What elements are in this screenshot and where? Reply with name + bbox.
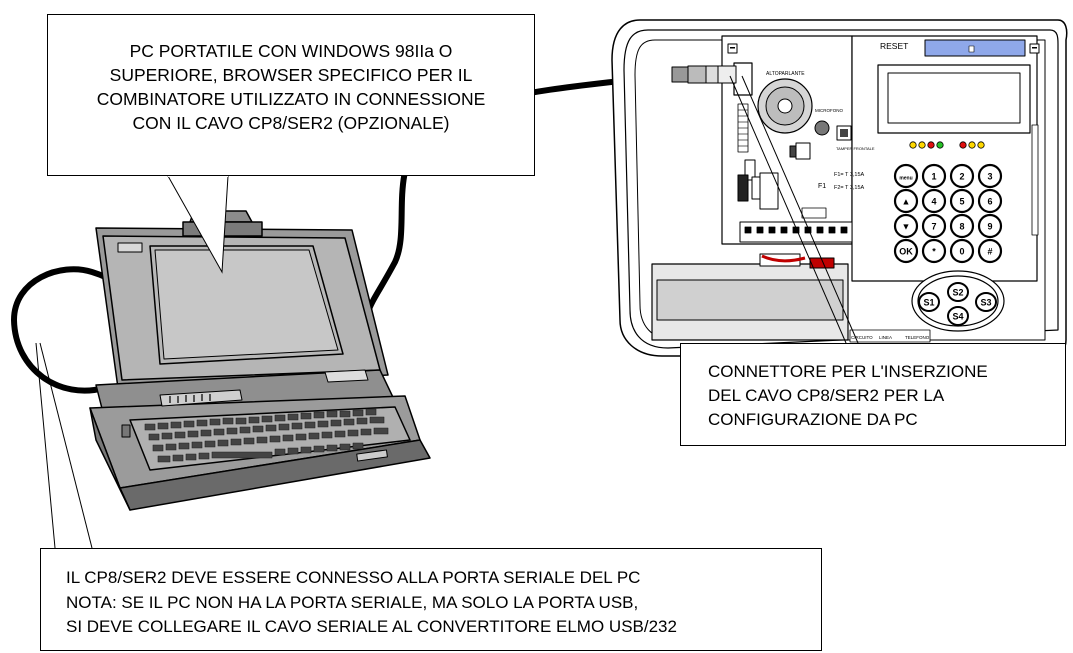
keypad-key: * xyxy=(921,238,947,264)
keypad-key: 1 xyxy=(921,163,947,189)
svg-text:S2: S2 xyxy=(952,288,963,298)
keypad-key: # xyxy=(977,238,1003,264)
keypad-key: menu xyxy=(893,163,919,189)
svg-text:6: 6 xyxy=(987,197,992,207)
keypad-key: 7 xyxy=(921,213,947,239)
callout-pointers xyxy=(35,75,859,549)
laptop-callout: PC PORTATILE CON WINDOWS 98IIa O SUPERIO… xyxy=(47,14,535,176)
keypad-key: 5 xyxy=(949,188,975,214)
connector-callout-line: DEL CAVO CP8/SER2 PER LA xyxy=(708,386,945,405)
svg-text:9: 9 xyxy=(987,222,992,232)
keypad-key: 0 xyxy=(949,238,975,264)
laptop-illustration xyxy=(89,210,431,511)
cable-callout-line: SI DEVE COLLEGARE IL CAVO SERIALE AL CON… xyxy=(66,617,677,636)
battery xyxy=(651,253,849,341)
svg-text:4: 4 xyxy=(931,197,936,207)
laptop-callout-line: SUPERIORE, BROWSER SPECIFICO PER IL xyxy=(109,65,473,85)
nav-key: S2 xyxy=(947,282,969,302)
connector-callout-line: CONNETTORE PER L'INSERZIONE xyxy=(708,362,988,381)
svg-text:8: 8 xyxy=(959,222,964,232)
fuse2-text: F2= T 3,15A xyxy=(834,185,865,191)
speaker-label: ALTOPARLANTE xyxy=(766,71,805,77)
keypad-key: ▲ xyxy=(893,188,919,214)
keypad-key: 3 xyxy=(977,163,1003,189)
keypad-key: 6 xyxy=(977,188,1003,214)
terminal-label-circuito: CIRCUITO xyxy=(851,335,873,340)
nav-key: S3 xyxy=(975,292,997,312)
fuse1-text: F1= T 3,15A xyxy=(834,172,865,178)
laptop-callout-line: PC PORTATILE CON WINDOWS 98IIa O xyxy=(129,41,453,61)
svg-text:OK: OK xyxy=(899,247,913,257)
svg-text:0: 0 xyxy=(959,247,964,257)
keypad-key: OK xyxy=(893,238,919,264)
svg-text:menu: menu xyxy=(899,176,912,182)
svg-text:3: 3 xyxy=(987,172,992,182)
svg-text:*: * xyxy=(932,247,936,257)
microphone-label: MICROFONO xyxy=(815,108,843,113)
keypad-key: 4 xyxy=(921,188,947,214)
cable-callout-line: IL CP8/SER2 DEVE ESSERE CONNESSO ALLA PO… xyxy=(66,568,641,587)
nav-key: S4 xyxy=(947,306,969,326)
svg-text:S3: S3 xyxy=(980,298,991,308)
svg-text:1: 1 xyxy=(931,172,936,182)
keypad: menu 1 2 3 ▲ 4 5 6 ▼ 7 8 9OK * 0 # xyxy=(893,163,1003,264)
svg-text:2: 2 xyxy=(959,172,964,182)
cable-callout-line: NOTA: SE IL PC NON HA LA PORTA SERIALE, … xyxy=(66,592,639,612)
svg-text:#: # xyxy=(987,247,992,257)
svg-text:▲: ▲ xyxy=(902,197,911,207)
serial-plug xyxy=(671,65,737,84)
keypad-key: 8 xyxy=(949,213,975,239)
laptop-callout-line: CON IL CAVO CP8/SER2 (OPZIONALE) xyxy=(132,113,450,133)
keypad-key: 2 xyxy=(949,163,975,189)
connector-callout: CONNETTORE PER L'INSERZIONE DEL CAVO CP8… xyxy=(680,343,1066,446)
svg-text:▼: ▼ xyxy=(902,222,911,232)
terminal-label-telefono: TELEFONO xyxy=(905,335,930,340)
fuse-label: F1 xyxy=(818,183,826,190)
reset-label: RESET xyxy=(880,41,908,51)
tamper-label: TAMPER FRONTALE xyxy=(836,146,875,151)
cable-callout: IL CP8/SER2 DEVE ESSERE CONNESSO ALLA PO… xyxy=(40,548,822,651)
keypad-key: 9 xyxy=(977,213,1003,239)
nav-key: S1 xyxy=(918,292,940,312)
speaker: ALTOPARLANTE xyxy=(757,71,813,134)
keypad-key: ▼ xyxy=(893,213,919,239)
connector-callout-line: CONFIGURAZIONE DA PC xyxy=(708,410,918,429)
svg-text:7: 7 xyxy=(931,222,936,232)
laptop-callout-line: COMBINATORE UTILIZZATO IN CONNESSIONE xyxy=(96,89,486,109)
svg-text:5: 5 xyxy=(959,197,964,207)
svg-text:S4: S4 xyxy=(952,312,963,322)
svg-text:S1: S1 xyxy=(923,298,934,308)
terminal-label-linea: LINEA xyxy=(879,335,892,340)
